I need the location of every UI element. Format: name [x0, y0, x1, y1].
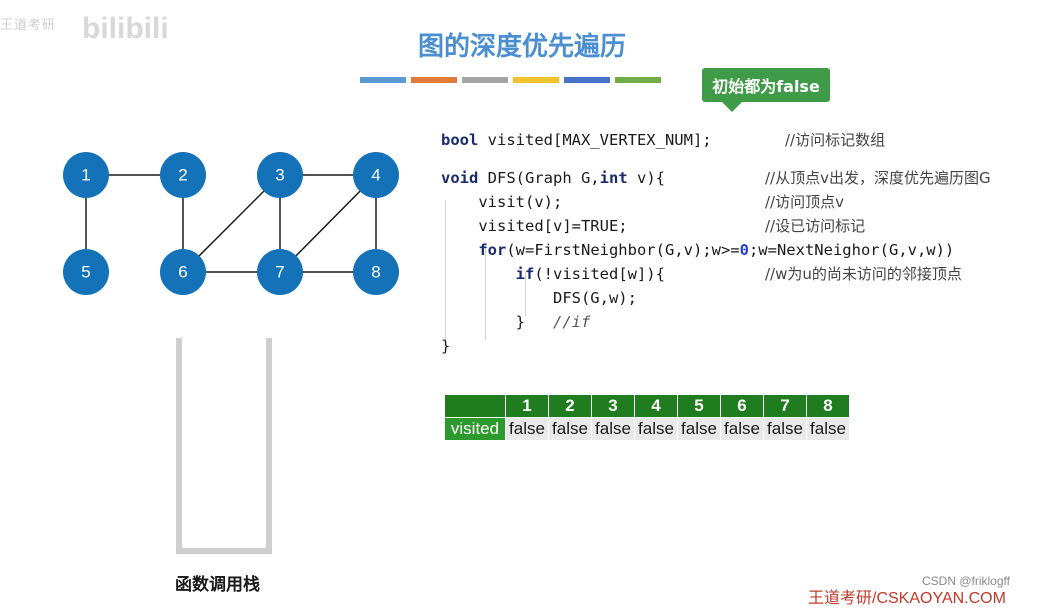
call-stack-left-wall — [176, 338, 182, 554]
graph-node-2: 2 — [160, 152, 206, 198]
visited-cell-7: false — [763, 417, 807, 441]
call-stack-label: 函数调用栈 — [175, 575, 260, 595]
title-color-bar — [513, 77, 559, 83]
code-line-1: bool visited[MAX_VERTEX_NUM]; — [441, 131, 712, 149]
title-color-bar — [360, 77, 406, 83]
graph-node-8: 8 — [353, 249, 399, 295]
visited-cell-2: false — [548, 417, 592, 441]
graph-node-circle — [160, 152, 206, 198]
footer-credit: CSDN @friklogff — [922, 574, 1010, 588]
watermark-text: 王道考研 — [0, 18, 57, 33]
comment-dfs-start: //从顶点v出发，深度优先遍历图G — [765, 169, 991, 187]
graph-node-5: 5 — [63, 249, 109, 295]
code-line-5: for(w=FirstNeighbor(G,v);w>=0;w=NextNeig… — [478, 241, 955, 259]
graph-node-label: 1 — [81, 166, 90, 185]
visited-row-label: visited — [444, 417, 506, 441]
code-text: visited[MAX_VERTEX_NUM]; — [487, 131, 712, 149]
graph-node-1: 1 — [63, 152, 109, 198]
code-line-6: if(!visited[w]){ — [515, 265, 665, 283]
graph-node-label: 5 — [81, 263, 90, 282]
code-line-2: void DFS(Graph G,int v){ — [441, 169, 665, 187]
callout-initial-false: 初始都为false — [702, 68, 830, 102]
graph-node-7: 7 — [257, 249, 303, 295]
visited-table-corner — [444, 394, 506, 418]
graph-node-label: 3 — [275, 166, 284, 185]
graph-node-circle — [353, 152, 399, 198]
visited-col-header-7: 7 — [763, 394, 807, 418]
indent-guide — [485, 248, 486, 340]
visited-col-header-2: 2 — [548, 394, 592, 418]
visited-cell-3: false — [591, 417, 635, 441]
graph-node-circle — [160, 249, 206, 295]
graph-node-circle — [63, 249, 109, 295]
code-line-7: DFS(G,w); — [441, 289, 637, 307]
graph-node-label: 2 — [178, 166, 187, 185]
graph-node-circle — [63, 152, 109, 198]
graph-node-circle — [257, 152, 303, 198]
visited-cell-1: false — [505, 417, 549, 441]
graph-node-circle — [257, 249, 303, 295]
call-stack-bottom — [176, 548, 272, 554]
callout-arrow-icon — [722, 102, 742, 112]
visited-col-header-8: 8 — [806, 394, 850, 418]
visited-cell-4: false — [634, 417, 678, 441]
graph-node-3: 3 — [257, 152, 303, 198]
graph-node-label: 7 — [275, 263, 284, 282]
graph-node-label: 4 — [371, 166, 380, 185]
title-color-bar — [462, 77, 508, 83]
visited-cell-8: false — [806, 417, 850, 441]
code-line-3: visit(v); — [441, 193, 563, 211]
graph-node-label: 6 — [178, 263, 187, 282]
visited-col-header-4: 4 — [634, 394, 678, 418]
title-color-bar — [564, 77, 610, 83]
graph-node-circle — [353, 249, 399, 295]
footer-brand: 王道考研/CSKAOYAN.COM — [808, 590, 1006, 607]
comment-set-visited: //设已访问标记 — [765, 217, 866, 235]
code-line-9: } — [441, 337, 451, 355]
call-stack-right-wall — [266, 338, 272, 554]
indent-guide — [525, 272, 526, 316]
title-color-bar — [615, 77, 661, 83]
title-color-bar — [411, 77, 457, 83]
code-line-4: visited[v]=TRUE; — [441, 217, 628, 235]
visited-cell-6: false — [720, 417, 764, 441]
page-title: 图的深度优先遍历 — [417, 32, 626, 62]
graph-node-4: 4 — [353, 152, 399, 198]
visited-cell-5: false — [677, 417, 721, 441]
visited-col-header-1: 1 — [505, 394, 549, 418]
visited-col-header-5: 5 — [677, 394, 721, 418]
comment-unvisited-neighbor: //w为u的尚未访问的邻接顶点 — [765, 265, 962, 283]
code-line-8: } //if — [441, 313, 591, 331]
visited-col-header-3: 3 — [591, 394, 635, 418]
visited-col-header-6: 6 — [720, 394, 764, 418]
graph-node-6: 6 — [160, 249, 206, 295]
comment-visit-vertex: //访问顶点v — [765, 193, 844, 211]
bilibili-logo-icon: bilibili — [82, 12, 169, 45]
comment-visited-array: //访问标记数组 — [785, 131, 886, 149]
graph-node-label: 8 — [371, 263, 380, 282]
indent-guide — [445, 200, 446, 340]
